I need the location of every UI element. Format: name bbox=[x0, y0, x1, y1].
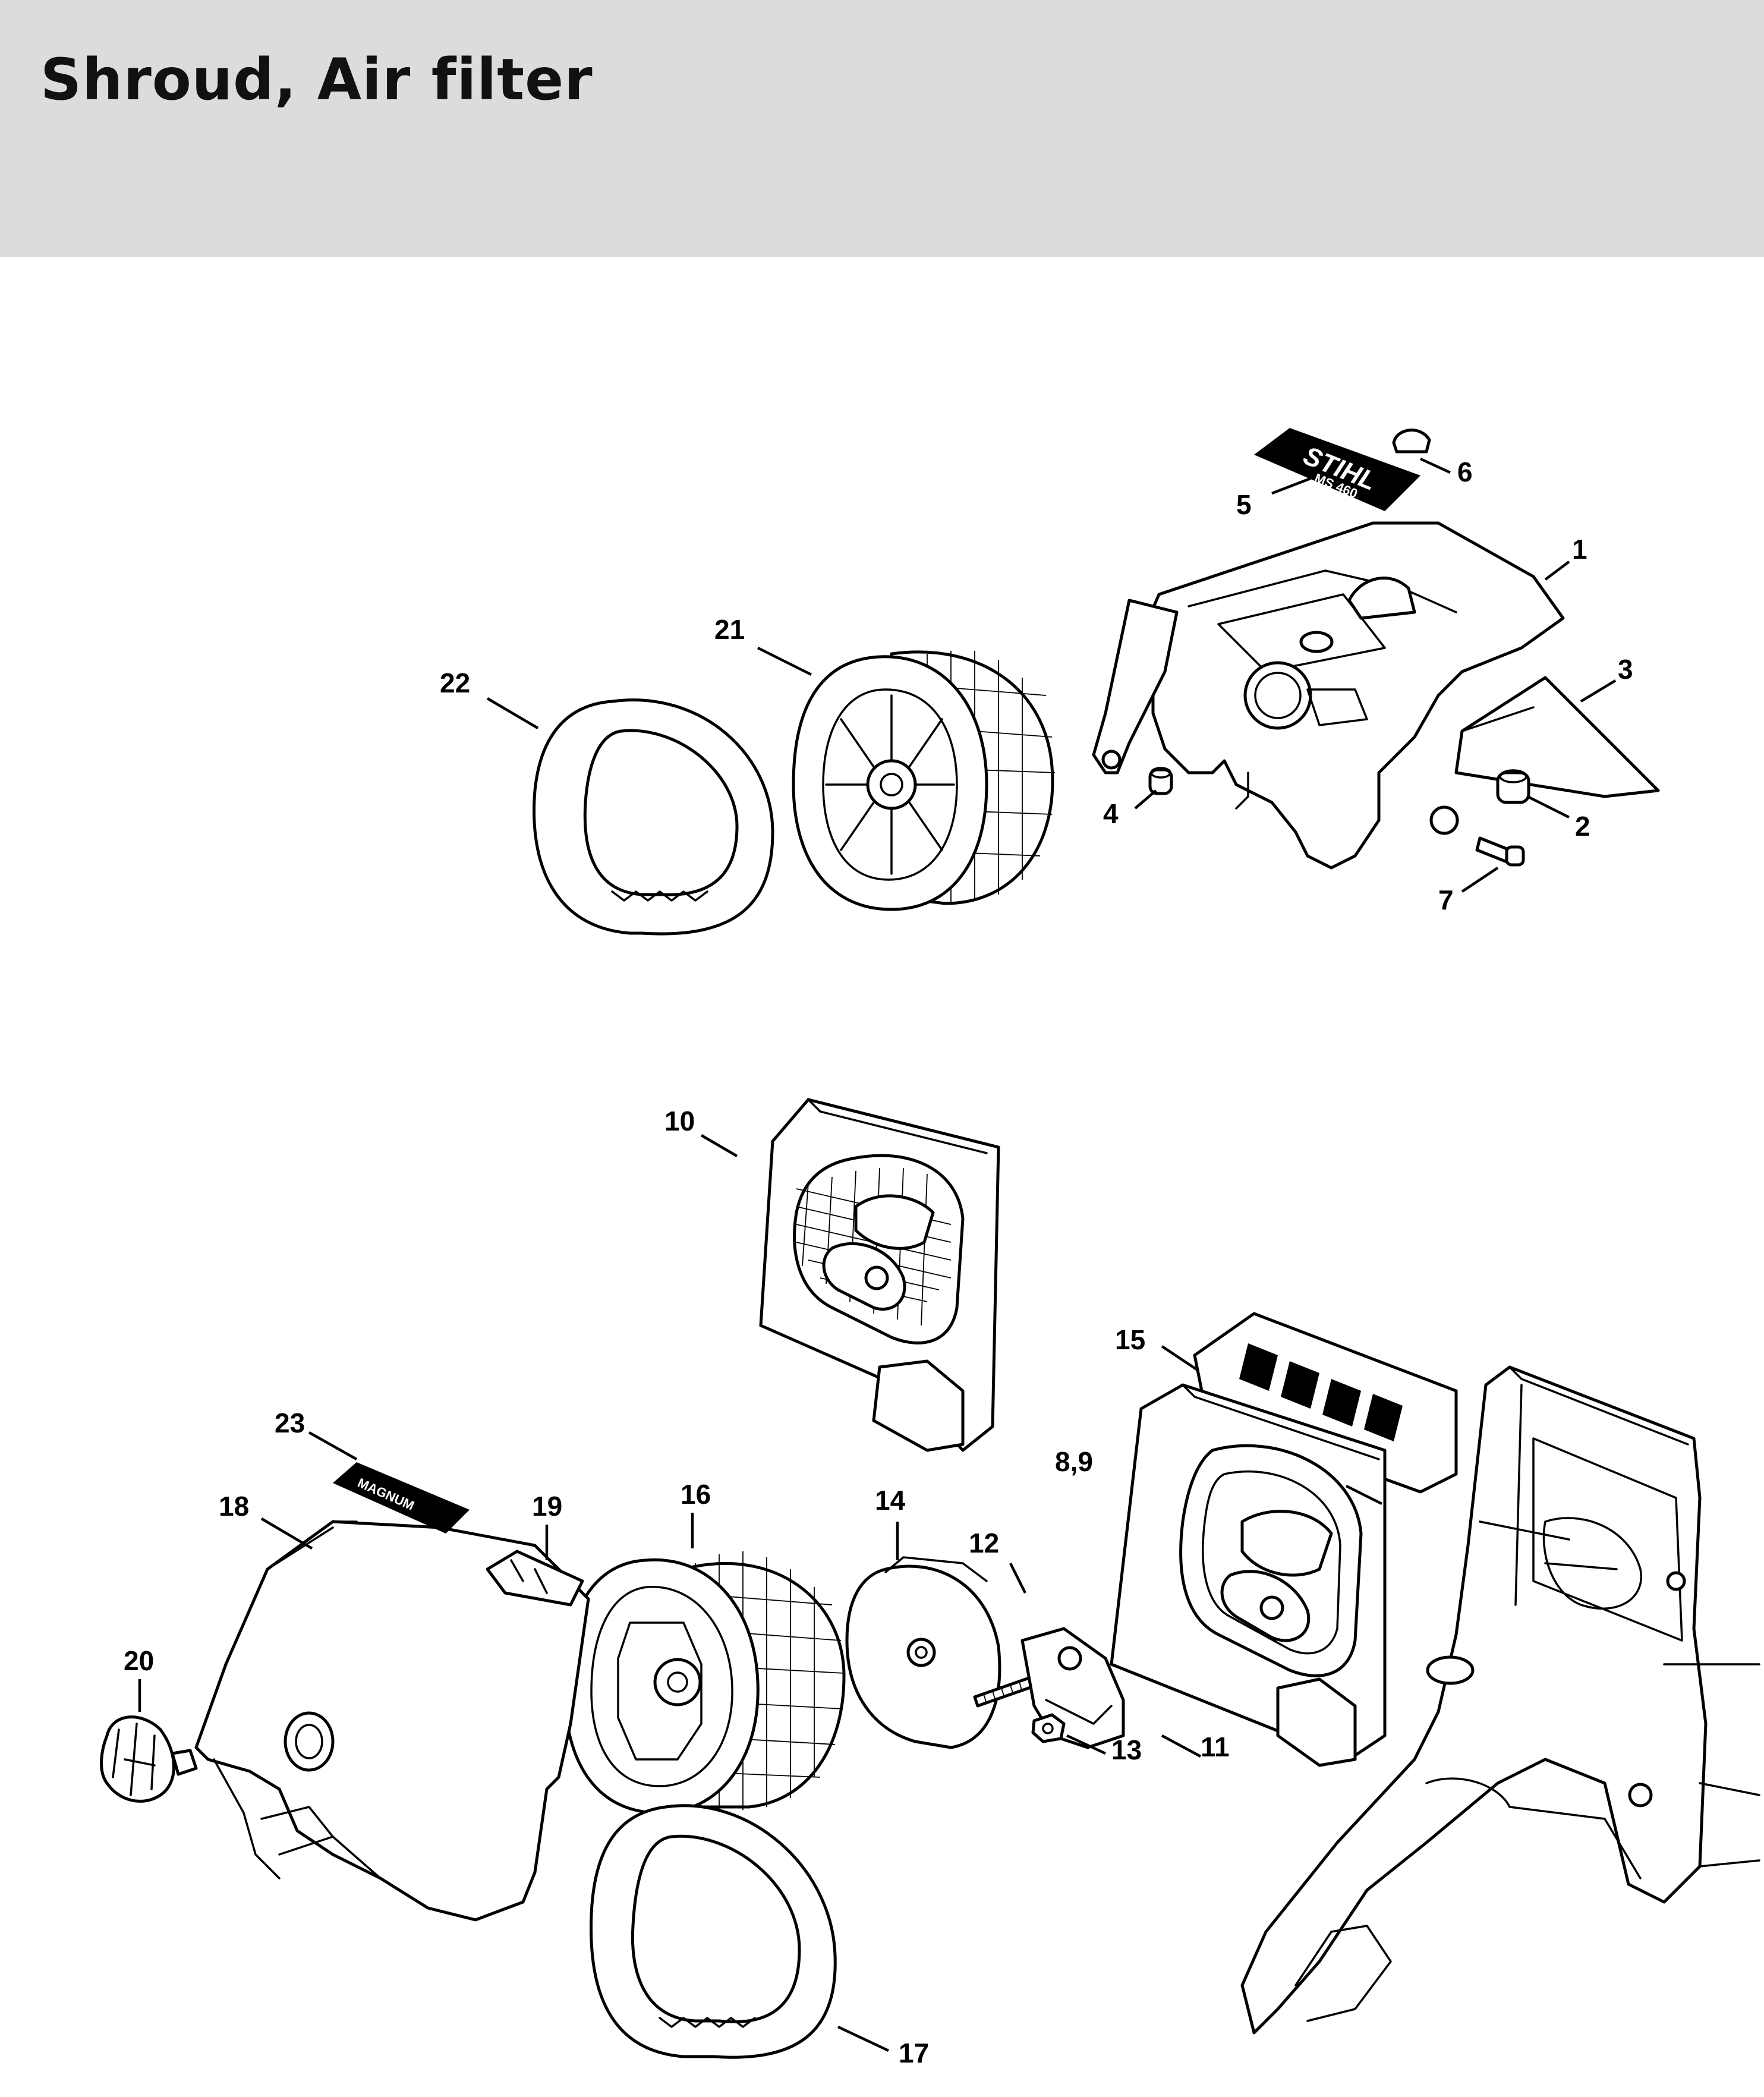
callout-15: 15 bbox=[1115, 1324, 1145, 1355]
callout-11: 11 bbox=[1201, 1731, 1230, 1762]
callout-4: 4 bbox=[1103, 798, 1119, 829]
callout-12: 12 bbox=[969, 1528, 999, 1558]
callout-19: 19 bbox=[532, 1491, 562, 1522]
callout-labels: 1 2 3 4 5 6 7 8,9 10 11 12 13 14 15 16 1… bbox=[124, 456, 1633, 2068]
callout-23: 23 bbox=[275, 1408, 305, 1438]
callout-17: 17 bbox=[899, 2038, 929, 2068]
callout-5: 5 bbox=[1236, 489, 1252, 520]
part-7-screw bbox=[1475, 836, 1525, 867]
callout-22: 22 bbox=[440, 667, 470, 698]
callout-18: 18 bbox=[219, 1491, 249, 1522]
callout-1: 1 bbox=[1572, 534, 1587, 565]
part-13-nut bbox=[1031, 1713, 1066, 1743]
callout-3: 3 bbox=[1618, 654, 1633, 685]
leader-lines bbox=[138, 457, 1617, 2052]
callout-2: 2 bbox=[1575, 811, 1590, 842]
part-2-grommet bbox=[1496, 769, 1530, 804]
callout-16: 16 bbox=[681, 1479, 711, 1510]
part-15-baffle bbox=[1193, 1312, 1458, 1494]
part-4-grommet bbox=[1148, 767, 1173, 795]
exploded-parts-diagram: STIHL MS 460 bbox=[100, 428, 1760, 2068]
part-19-clip bbox=[486, 1550, 584, 1607]
callout-7: 7 bbox=[1438, 884, 1454, 915]
callout-14: 14 bbox=[875, 1485, 906, 1516]
part-22-filter-sleeve bbox=[533, 698, 774, 936]
callout-8-9: 8,9 bbox=[1055, 1446, 1093, 1477]
part-18-filter-cover bbox=[194, 1520, 590, 1922]
callout-20: 20 bbox=[124, 1645, 154, 1676]
part-10-filter-base bbox=[759, 1098, 1000, 1452]
page-title: Shroud, Air filter bbox=[40, 46, 593, 113]
engine-housing bbox=[1240, 1365, 1760, 2035]
part-3-deflector bbox=[1454, 676, 1660, 798]
part-8-9-filter-base bbox=[1110, 1383, 1387, 1767]
part-16-air-filter bbox=[563, 1551, 846, 1815]
callout-6: 6 bbox=[1457, 456, 1473, 487]
part-17-filter-sleeve bbox=[590, 1804, 837, 2059]
part-6-cap bbox=[1392, 429, 1431, 454]
part-1-shroud bbox=[1092, 521, 1565, 870]
callout-10: 10 bbox=[664, 1106, 695, 1136]
title-banner: Shroud, Air filter bbox=[0, 0, 1764, 257]
callout-13: 13 bbox=[1111, 1734, 1142, 1765]
part-14-prefilter bbox=[845, 1556, 1001, 1749]
callout-21: 21 bbox=[714, 614, 745, 645]
part-21-air-filter bbox=[792, 650, 1056, 911]
part-20-knob bbox=[100, 1715, 198, 1803]
